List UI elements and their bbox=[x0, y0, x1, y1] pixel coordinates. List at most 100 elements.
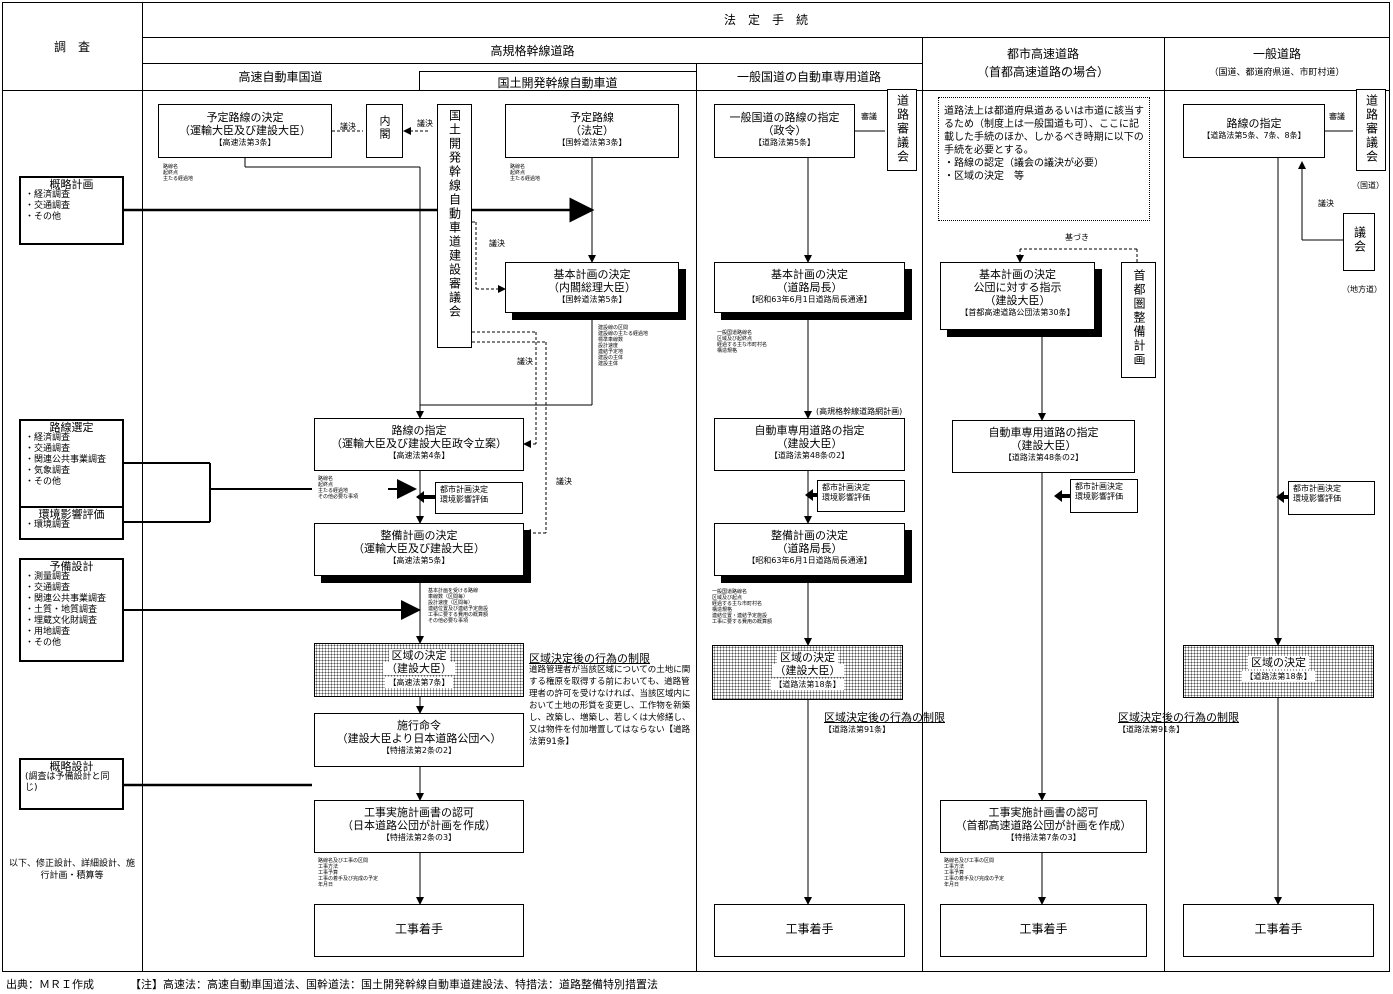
fine-print: 一般国道路線名区域及び起点経過する主な市町村名構造規格連結位置・連結予定施設工事… bbox=[712, 589, 773, 625]
box-law-ref: 【国幹道法第3条】 bbox=[557, 138, 627, 147]
yobi-title: 予備設計 bbox=[49, 560, 94, 573]
yobi-item: ・土質・地質調査 bbox=[25, 605, 98, 615]
fine-print: 路線名及び工事の区間工事方法工事予算工事の着手及び完成の予定年月日 bbox=[318, 858, 379, 888]
box-law-ref: 【高速法第3条】 bbox=[214, 138, 276, 147]
footer-source: 出典：ＭＲＩ作成 bbox=[6, 978, 94, 991]
box-law-ref: 【昭和63年6月1日道路局長通達】 bbox=[747, 295, 872, 304]
gairyaku-title: 概略計画 bbox=[49, 178, 94, 191]
gikai-label: 議会 bbox=[1352, 226, 1367, 254]
chakushu-label: 工事着手 bbox=[1019, 922, 1068, 936]
toshi-hyoka-box: 都市計画決定 環境影響評価 bbox=[1288, 481, 1375, 515]
seigen-ref: 【道路法第91条】 bbox=[824, 725, 891, 734]
fine-print: 一般国道路線名区域及び起終点経過する主な市町村名構造規格 bbox=[717, 330, 768, 354]
giketsu-label: 議決 bbox=[340, 122, 356, 131]
fine-print: 路線名起終点主たる経過地 bbox=[163, 164, 194, 182]
box-title: 基本計画の決定 bbox=[553, 268, 631, 281]
gairyaku-item: ・その他 bbox=[25, 212, 62, 222]
box-title: 予定路線 bbox=[570, 111, 614, 124]
box-subtitle: （建設大臣） bbox=[984, 294, 1051, 307]
box-law-ref: 【昭和63年6月1日道路局長通達】 bbox=[747, 556, 872, 565]
seigen-title: 区域決定後の行為の制限 bbox=[1118, 711, 1239, 724]
shingikai-label: 道路審議会 bbox=[895, 94, 910, 164]
box-subtitle: （日本道路公団が計画を作成） bbox=[342, 819, 496, 832]
footer-note: 【注】高速法：高速自動車国道法、国幹道法：国土開発幹線自動車道建設法、特措法：道… bbox=[130, 978, 658, 991]
rosen-item: ・関連公共事業調査 bbox=[25, 455, 107, 465]
box-title: 路線の指定 bbox=[391, 424, 447, 437]
box-subtitle: （運輸大臣及び建設大臣） bbox=[353, 542, 485, 555]
toshi-hyoka-box: 都市計画決定 環境影響評価 bbox=[817, 480, 905, 512]
box-subtitle: （運輸大臣及び建設大臣） bbox=[179, 124, 311, 137]
gairyaku-item: ・経済調査 bbox=[25, 190, 71, 200]
rosen-item: ・交通調査 bbox=[25, 444, 71, 454]
shiko-meirei-box: 施行命令 （建設大臣より日本道路公団へ） 【特措法第2条の2】 bbox=[314, 713, 524, 767]
shingikai-label: 国土開発幹線自動車道建設審議会 bbox=[447, 109, 462, 319]
box-subtitle: （建設大臣より日本道路公団へ） bbox=[336, 732, 502, 745]
box-subtitle: （内閣総理大臣） bbox=[548, 281, 636, 294]
box-subtitle: （建設大臣） bbox=[776, 437, 843, 450]
box-subtitle: 公団に対する指示 bbox=[973, 281, 1062, 294]
motozuki-label: 基づき bbox=[1065, 233, 1089, 242]
box-title: 基本計画の決定 bbox=[979, 268, 1056, 281]
yotei-rosen-box: 予定路線 （法定） 【国幹道法第3条】 bbox=[505, 104, 679, 158]
kankyo-box: 環境影響評価 ・環境調査 bbox=[19, 506, 124, 540]
box-title: 予定路線の決定 bbox=[206, 111, 284, 124]
koji-chakushu-box: 工事着手 bbox=[940, 904, 1147, 957]
shingikai-box: 国土開発幹線自動車道建設審議会 bbox=[437, 104, 472, 348]
kihon-keikaku-box: 基本計画の決定 （内閣総理大臣） 【国幹道法第5条】 bbox=[505, 262, 679, 313]
kihon-keikaku-box: 基本計画の決定 公団に対する指示 （建設大臣） 【首都高速道路公団法第30条】 bbox=[940, 262, 1095, 330]
giketsu-label: 議決 bbox=[417, 119, 433, 128]
kihon-keikaku-box: 基本計画の決定 （道路局長） 【昭和63年6月1日道路局長通達】 bbox=[714, 262, 905, 313]
box-law-ref: 【高速法第7条】 bbox=[385, 677, 453, 688]
box-law-ref: 【高速法第5条】 bbox=[388, 556, 450, 565]
rosen-item: ・経済調査 bbox=[25, 433, 71, 443]
kankyo-item: ・環境調査 bbox=[25, 520, 71, 530]
box-law-ref: 【道路法第18条】 bbox=[1242, 671, 1315, 682]
box-subtitle: （建設大臣） bbox=[383, 662, 455, 675]
seigen-ref: 【道路法第91条】 bbox=[1118, 725, 1185, 734]
yobi-item: ・交通調査 bbox=[25, 583, 71, 593]
box-title: 区域の決定 bbox=[777, 651, 838, 664]
box-law-ref: 【特措法第2条の2】 bbox=[381, 746, 457, 755]
box-title: 施行命令 bbox=[397, 719, 441, 732]
box-law-ref: 【首都高速道路公団法第30条】 bbox=[960, 308, 1075, 317]
fine-print: 路線名及び工事の区間工事方法工事予算工事の着手及び完成の予定年月日 bbox=[944, 858, 1005, 888]
koji-chakushu-box: 工事着手 bbox=[314, 904, 524, 957]
box-law-ref: 【道路法第5条、7条、8条】 bbox=[1202, 131, 1306, 140]
frame-divider bbox=[1164, 37, 1165, 972]
header-kokkan: 国土開発幹線自動車道 bbox=[497, 76, 618, 90]
toshi-hyoka-box: 都市計画決定 環境影響評価 bbox=[1070, 479, 1138, 513]
fine-print: 路線名起終点主たる経過地その他必要な事項 bbox=[318, 476, 359, 500]
box-law-ref: 【道路法第48条の2】 bbox=[1003, 453, 1084, 462]
seigen-title: 区域決定後の行為の制限 bbox=[529, 652, 650, 665]
frame-divider bbox=[696, 63, 697, 972]
naikaku-label: 内閣 bbox=[378, 115, 391, 141]
box-subtitle: （首都高速道路公団が計画を作成） bbox=[955, 819, 1132, 832]
header-ippan-sub: （国道、都道府県道、市町村道） bbox=[1209, 68, 1345, 78]
yobi-sekkei-box: 予備設計 ・測量調査 ・交通調査 ・関連公共事業調査 ・土質・地質調査 ・埋蔵文… bbox=[19, 558, 124, 662]
shuto-keikaku-box: 首都圏整備計画 bbox=[1121, 262, 1156, 378]
gikai-box: 議会 bbox=[1343, 213, 1375, 271]
ika-note: 以下、修正設計、詳細設計、施行計画・積算等 bbox=[8, 859, 135, 881]
box-title: 整備計画の決定 bbox=[771, 529, 848, 542]
seibi-keikaku-box: 整備計画の決定 （道路局長） 【昭和63年6月1日道路局長通達】 bbox=[714, 523, 905, 576]
box-title: 基本計画の決定 bbox=[771, 268, 848, 281]
box-subtitle: （建設大臣） bbox=[771, 664, 844, 677]
kuiki-kettei-box: 区域の決定 （建設大臣） 【高速法第7条】 bbox=[314, 643, 524, 697]
yobi-item: ・関連公共事業調査 bbox=[25, 594, 107, 604]
header-legal: 法 定 手 続 bbox=[723, 13, 808, 27]
giketsu-label: 議決 bbox=[556, 477, 572, 486]
koji-chakushu-box: 工事着手 bbox=[714, 904, 905, 957]
header-ippan-title: 一般道路 bbox=[1252, 47, 1301, 61]
chakushu-label: 工事着手 bbox=[1254, 922, 1303, 936]
rosen-shitei-box: 路線の指定 【道路法第5条、7条、8条】 bbox=[1183, 104, 1325, 158]
jisshi-keikaku-box: 工事実施計画書の認可 （日本道路公団が計画を作成） 【特措法第2条の3】 bbox=[314, 800, 524, 853]
header-toshi-sub: （首都高速道路の場合） bbox=[976, 65, 1109, 79]
rosen-item: ・気象調査 bbox=[25, 466, 71, 476]
yobi-item: ・その他 bbox=[25, 638, 62, 648]
gairyaku-item: ・交通調査 bbox=[25, 201, 71, 211]
giketsu-label: 議決 bbox=[517, 357, 533, 366]
box-subtitle: （道路局長） bbox=[776, 281, 843, 294]
frame-divider bbox=[142, 90, 143, 972]
shingi-label: 審議 bbox=[861, 112, 877, 121]
box-title: 自動車専用道路の指定 bbox=[988, 426, 1099, 439]
